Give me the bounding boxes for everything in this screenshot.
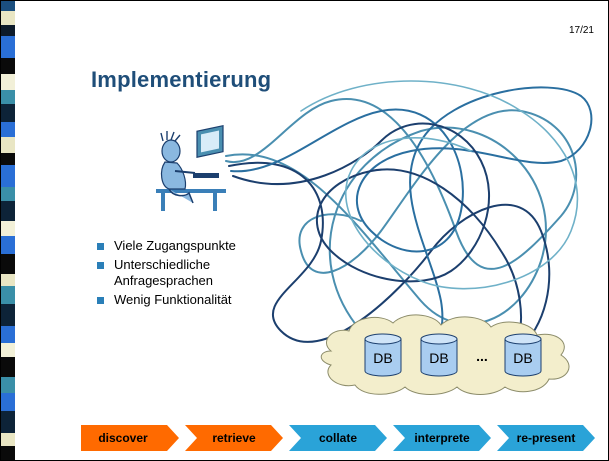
- svg-text:collate: collate: [319, 431, 357, 445]
- bullet-item: Viele Zugangspunkte: [97, 238, 274, 254]
- process-step-discover: discover: [81, 425, 179, 451]
- bullet-item: Wenig Funktionalität: [97, 292, 274, 308]
- page-number: 17/21: [568, 25, 594, 36]
- db-cylinder-icon: [504, 333, 542, 377]
- process-step-retrieve: retrieve: [185, 425, 283, 451]
- svg-text:retrieve: retrieve: [212, 431, 256, 445]
- process-step-re-present: re-present: [497, 425, 595, 451]
- decorative-stripe: [1, 1, 65, 460]
- connection-curves: [225, 80, 593, 347]
- process-step-interprete: interprete: [393, 425, 491, 451]
- db-label: DB: [429, 350, 448, 366]
- db-label: DB: [513, 350, 532, 366]
- db-cylinder-icon: [364, 333, 402, 377]
- bullet-square-icon: [97, 297, 104, 304]
- db-label: DB: [373, 350, 392, 366]
- slide-title: Implementierung: [91, 67, 272, 92]
- bullet-square-icon: [97, 243, 104, 250]
- svg-text:discover: discover: [98, 431, 148, 445]
- svg-text:re-present: re-present: [517, 431, 576, 445]
- process-step-collate: collate: [289, 425, 387, 451]
- db-ellipsis: ...: [476, 348, 488, 364]
- person-at-computer-icon: [156, 124, 226, 211]
- bullet-list: Viele Zugangspunkte Unterschiedliche Anf…: [97, 238, 274, 311]
- bullet-square-icon: [97, 262, 104, 269]
- svg-text:interprete: interprete: [414, 431, 470, 445]
- db-cylinder-icon: [420, 333, 458, 377]
- bullet-item: Unterschiedliche Anfragesprachen: [97, 257, 274, 289]
- process-bar: discover retrieve collate interprete re-…: [81, 425, 595, 451]
